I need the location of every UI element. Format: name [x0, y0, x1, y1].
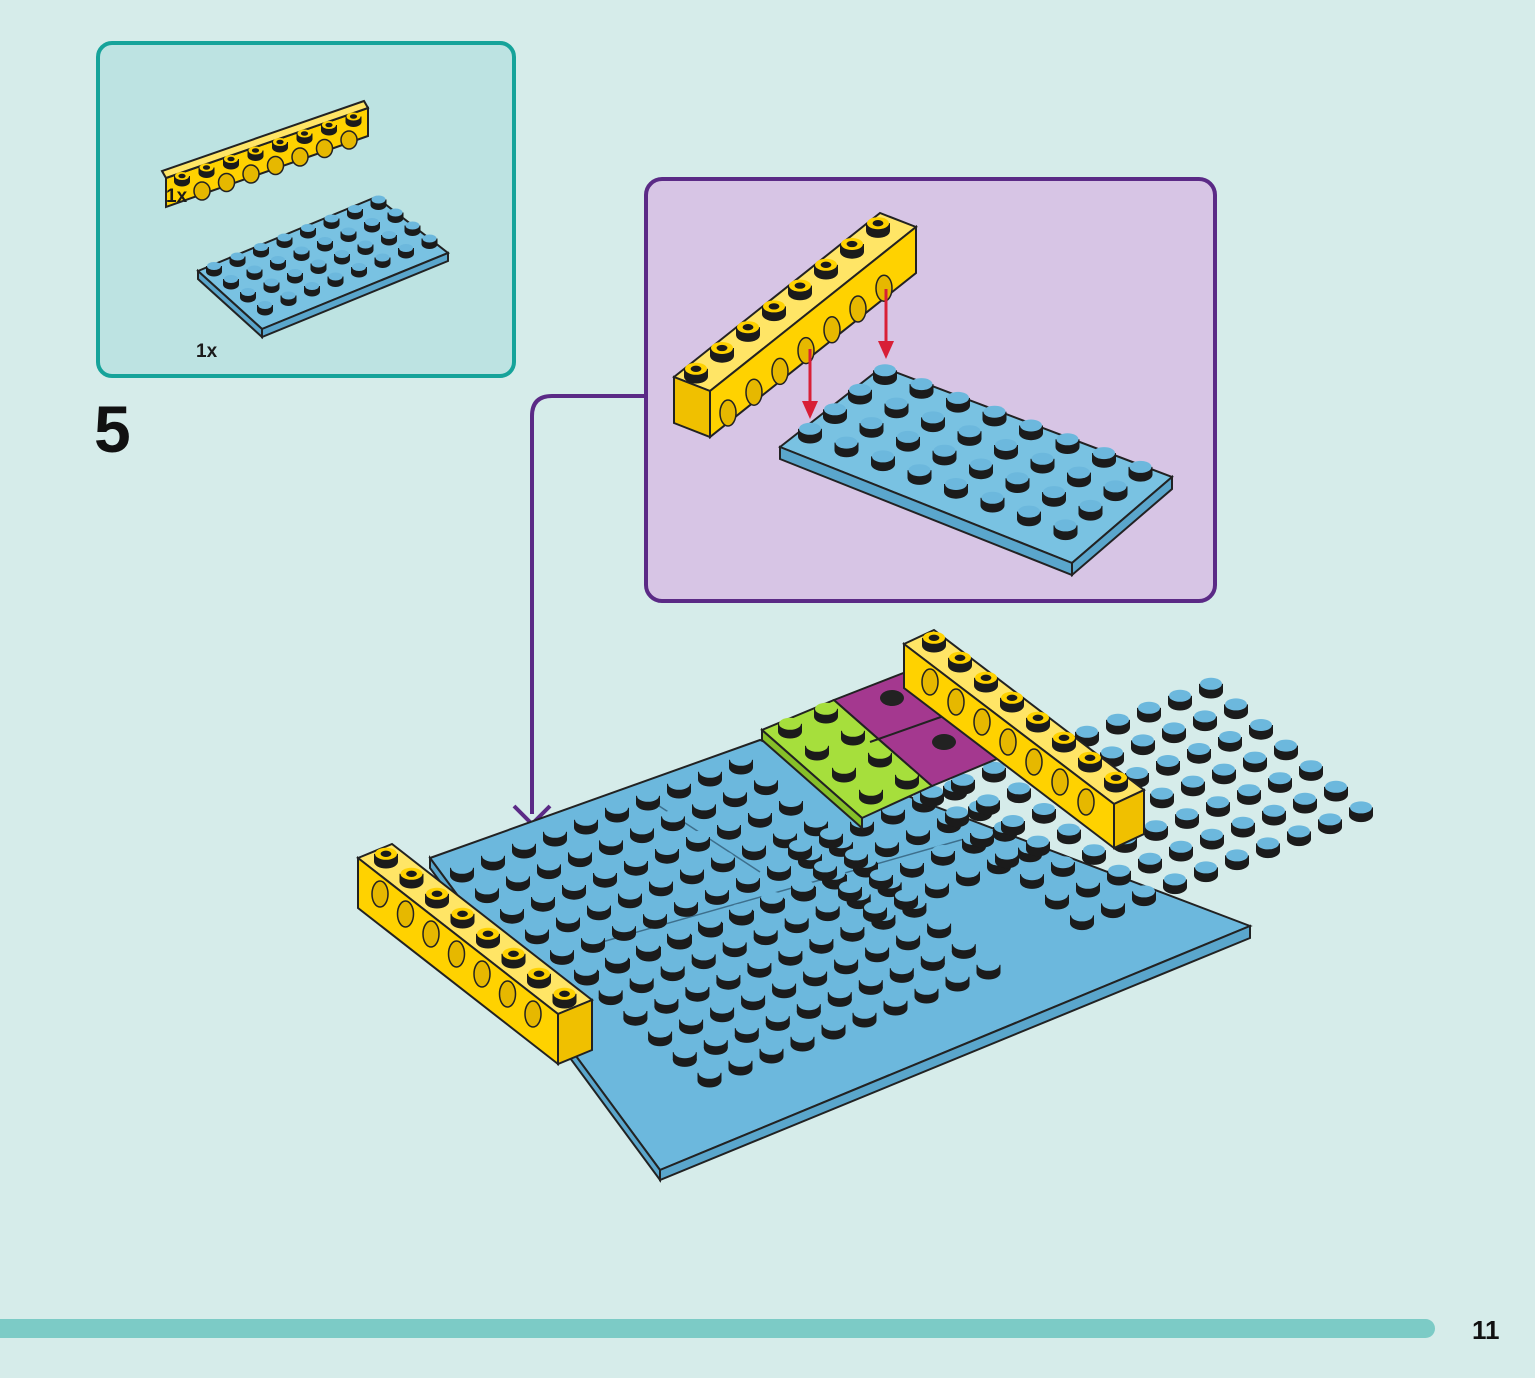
sub-assembly-callout [644, 177, 1217, 603]
back-yellow-beam [902, 628, 1146, 851]
parts-list-box: 1x 1x [96, 41, 516, 378]
magenta-tiles [832, 670, 1006, 788]
step-number: 5 [94, 392, 131, 466]
callout-connector-arrow [530, 394, 644, 814]
callout-blue-plate [778, 364, 1174, 578]
placement-arrow-icon [802, 289, 894, 419]
yellow-beam-part-icon [160, 99, 370, 209]
front-yellow-beam [356, 842, 594, 1067]
parts-illustration [160, 99, 450, 340]
plate-quantity: 1x [196, 341, 218, 362]
callout-yellow-beam [672, 211, 918, 440]
callout-illustration [672, 211, 1174, 578]
footer-progress-bar [0, 1319, 1435, 1338]
beam-quantity: 1x [166, 186, 188, 207]
blue-plate-part-icon [196, 195, 450, 340]
main-model-illustration [356, 394, 1373, 1184]
page-number: 11 [1472, 1315, 1500, 1345]
